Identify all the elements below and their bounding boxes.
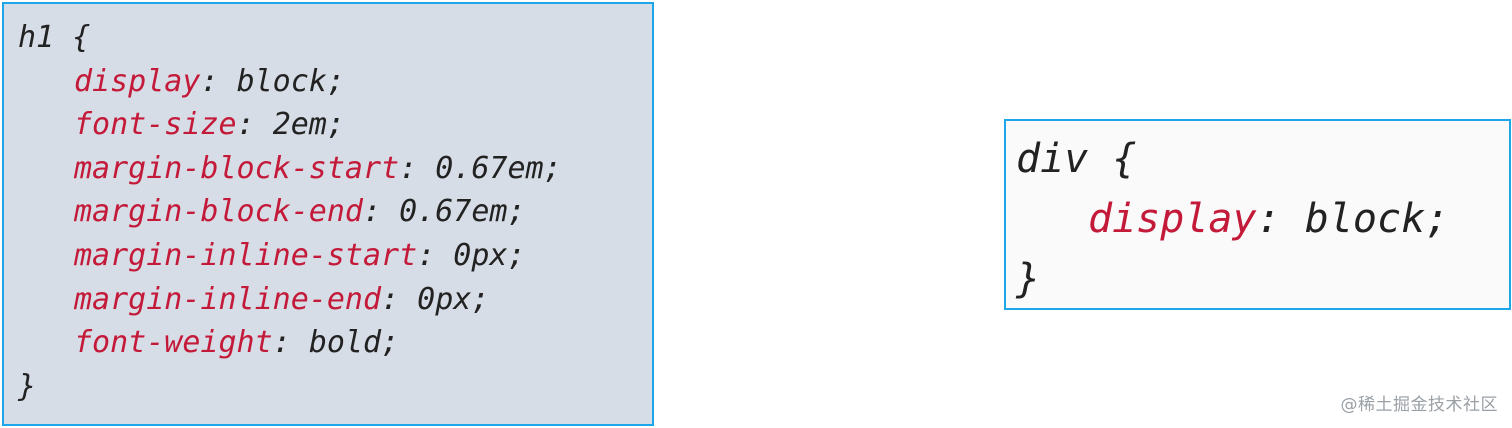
declaration: margin-block-end: 0.67em; [74,194,526,230]
property-value: 0px [453,237,508,273]
selector: h1 [18,20,55,55]
rule-header: h1 { [18,16,652,60]
property-name: font-weight [74,325,273,361]
property-value: bold [308,325,382,361]
property-name: margin-block-start [74,150,400,186]
declaration: display: block; [74,63,345,99]
rule-header: div { [1016,129,1509,189]
h1-style-rule-panel: h1 { display: block; font-size: 2em; mar… [2,2,654,426]
property-name: margin-inline-start [74,237,418,273]
declaration: font-weight: bold; [74,325,400,361]
property-name: margin-inline-end [74,281,382,317]
selector: div [1016,136,1089,182]
property-name: margin-block-end [74,194,363,230]
property-value: block [1304,196,1426,242]
declaration: margin-inline-end: 0px; [74,281,490,317]
watermark: @稀土掘金技术社区 [1340,395,1498,415]
property-name: font-size [74,107,237,143]
div-style-rule-panel: div { display: block; } [1004,119,1511,310]
declaration: margin-block-start: 0.67em; [74,150,562,186]
property-name: display [1088,196,1257,242]
property-value: 0.67em [399,194,508,230]
close-brace: } [1016,256,1041,302]
declaration: display: block; [1088,196,1450,242]
declaration: margin-inline-start: 0px; [74,237,526,273]
property-value: block [236,63,327,99]
close-brace: } [18,368,37,404]
property-value: 0px [417,281,472,317]
property-value: 2em [272,107,327,143]
open-brace: { [1112,136,1137,182]
declaration: font-size: 2em; [74,107,345,143]
property-value: 0.67em [435,150,544,186]
open-brace: { [72,20,91,55]
property-name: display [74,63,201,99]
